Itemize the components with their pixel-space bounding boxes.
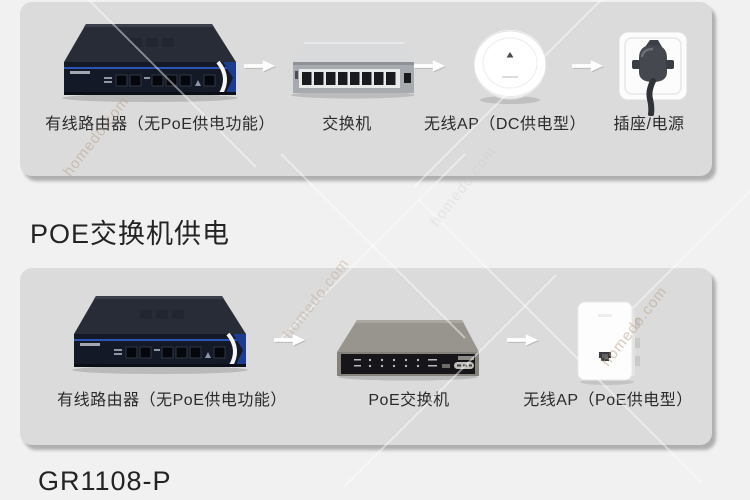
poe-switch-icon (337, 320, 479, 381)
arrow-right-icon (506, 330, 540, 350)
power-socket-label: 插座/电源 (613, 116, 685, 133)
ceiling-ap-image (470, 24, 550, 108)
dc-power-section: 有线路由器（无PoE供电功能） 交换机 (20, 2, 712, 176)
wall-ap-image (573, 296, 647, 388)
ceiling-ap-label: 无线AP（DC供电型） (424, 116, 586, 133)
wired-router-image (62, 292, 257, 376)
poe-section-heading: POE交换机供电 (30, 219, 231, 249)
wired-router-icon (62, 24, 238, 102)
poe-switch-label: PoE交换机 (368, 392, 450, 409)
switch-image (283, 34, 423, 100)
wired-router-label: 有线路由器（无PoE供电功能） (45, 116, 275, 133)
poe-power-section: 有线路由器（无PoE供电功能） (20, 268, 712, 445)
arrow-right-icon (571, 56, 605, 76)
arrow-right-icon (413, 56, 447, 76)
model-text: GR1108-P (38, 466, 172, 496)
wired-router-image (52, 20, 247, 104)
power-socket-icon (618, 31, 688, 116)
arrow-right-icon (273, 330, 307, 350)
switch-label: 交换机 (322, 116, 372, 133)
wired-router-icon (72, 296, 248, 374)
wall-ap-label: 无线AP（PoE供电型） (523, 392, 693, 409)
poe-switch-image (330, 312, 485, 382)
power-socket-image (615, 28, 693, 116)
switch-icon (291, 42, 415, 99)
arrow-right-icon (243, 56, 277, 76)
wired-router-label: 有线路由器（无PoE供电功能） (57, 392, 287, 409)
ceiling-ap-icon (473, 30, 547, 104)
wall-ap-icon (577, 301, 640, 385)
